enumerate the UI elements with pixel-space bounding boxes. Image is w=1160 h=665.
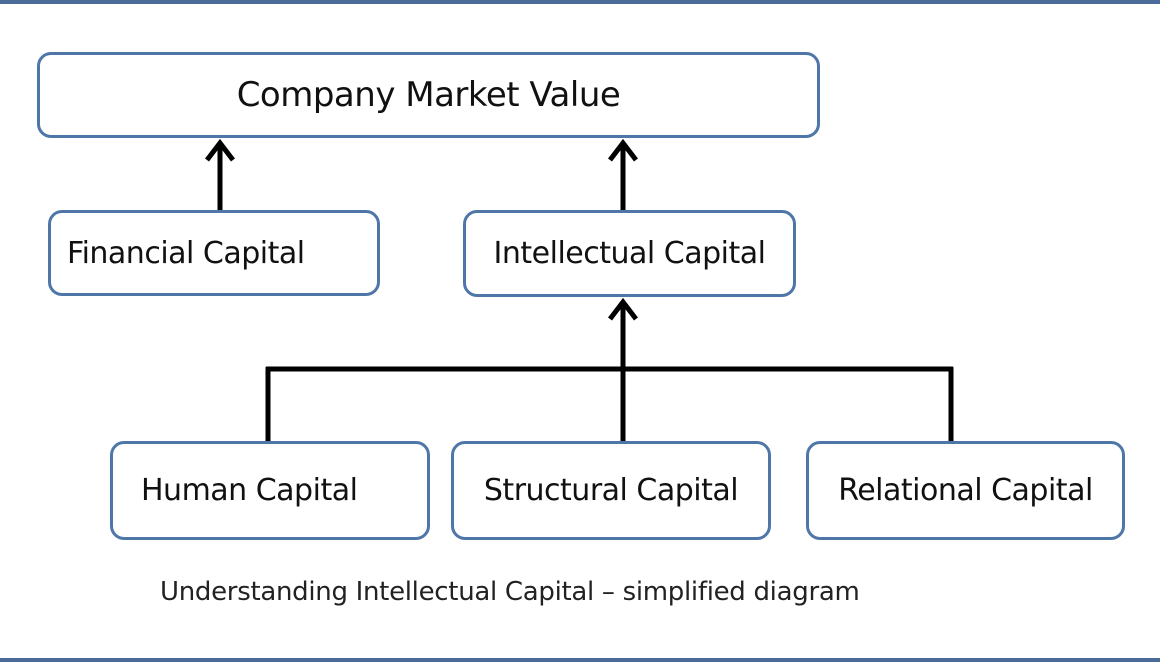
node-label: Structural Capital [483, 473, 739, 508]
node-label: Company Market Value [236, 75, 621, 115]
node-company-market-value: Company Market Value [37, 52, 820, 138]
node-intellectual-capital: Intellectual Capital [463, 210, 796, 297]
node-label: Financial Capital [67, 235, 305, 271]
arrowhead-financial [205, 138, 235, 162]
node-financial-capital: Financial Capital [48, 210, 380, 296]
arrowhead-components [608, 297, 638, 321]
arrowhead-intellectual [608, 138, 638, 162]
top-rule [0, 0, 1160, 4]
diagram-caption: Understanding Intellectual Capital – sim… [160, 577, 860, 607]
node-label: Relational Capital [838, 473, 1093, 508]
bottom-rule [0, 658, 1160, 662]
node-relational-capital: Relational Capital [806, 441, 1125, 540]
node-structural-capital: Structural Capital [451, 441, 771, 540]
node-label: Human Capital [141, 473, 358, 508]
node-label: Intellectual Capital [493, 236, 766, 271]
node-human-capital: Human Capital [110, 441, 430, 540]
